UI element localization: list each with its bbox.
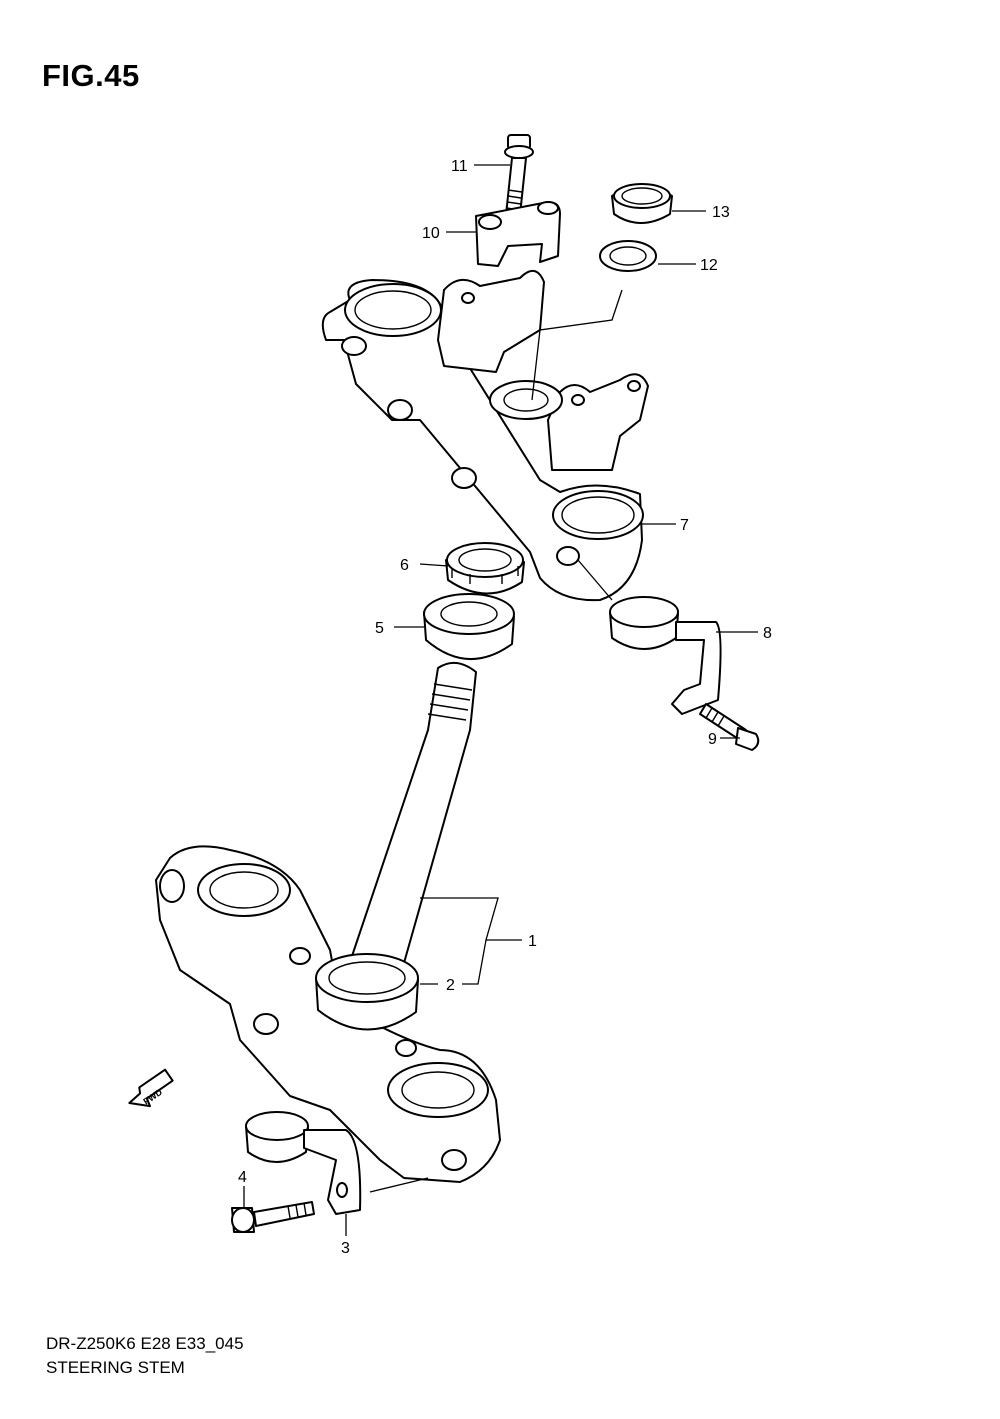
- part-4-bolt: [231, 1201, 315, 1233]
- part-9-bolt: [699, 703, 760, 751]
- callout-9: 9: [708, 731, 717, 748]
- part-6-lock-nut: [445, 542, 525, 595]
- callout-labels: 11 10 13 12 7 6 5 8 9 1 2 4 3: [238, 158, 772, 1257]
- callout-1: 1: [528, 933, 537, 950]
- callout-10: 10: [422, 225, 440, 242]
- callout-12: 12: [700, 257, 718, 274]
- part-1-steering-stem: [155, 661, 501, 1183]
- figure-title: FIG.45: [42, 58, 140, 93]
- part-5-bearing: [423, 593, 515, 661]
- part-10-handlebar-holder: [475, 201, 561, 267]
- callout-3: 3: [341, 1240, 350, 1257]
- part-12-washer: [599, 240, 657, 272]
- leader-lines: [243, 164, 758, 1236]
- diagram-caption: STEERING STEM: [46, 1358, 185, 1377]
- part-13-nut: [611, 183, 673, 224]
- part-8-cable-guide: [609, 596, 722, 715]
- part-11-bolt: [504, 134, 534, 216]
- part-3-cable-guide: [245, 1111, 362, 1215]
- callout-13: 13: [712, 204, 730, 221]
- part-2-lower-bearing: [315, 953, 419, 1031]
- callout-7: 7: [680, 517, 689, 534]
- fwd-arrow-icon: FWD: [128, 1068, 174, 1108]
- callout-2: 2: [446, 977, 455, 994]
- callout-5: 5: [375, 620, 384, 637]
- callout-6: 6: [400, 557, 409, 574]
- diagram-code: DR-Z250K6 E28 E33_045: [46, 1334, 244, 1353]
- callout-8: 8: [763, 625, 772, 642]
- callout-11: 11: [451, 158, 468, 175]
- part-7-upper-bracket: [321, 270, 649, 602]
- callout-4: 4: [238, 1169, 247, 1186]
